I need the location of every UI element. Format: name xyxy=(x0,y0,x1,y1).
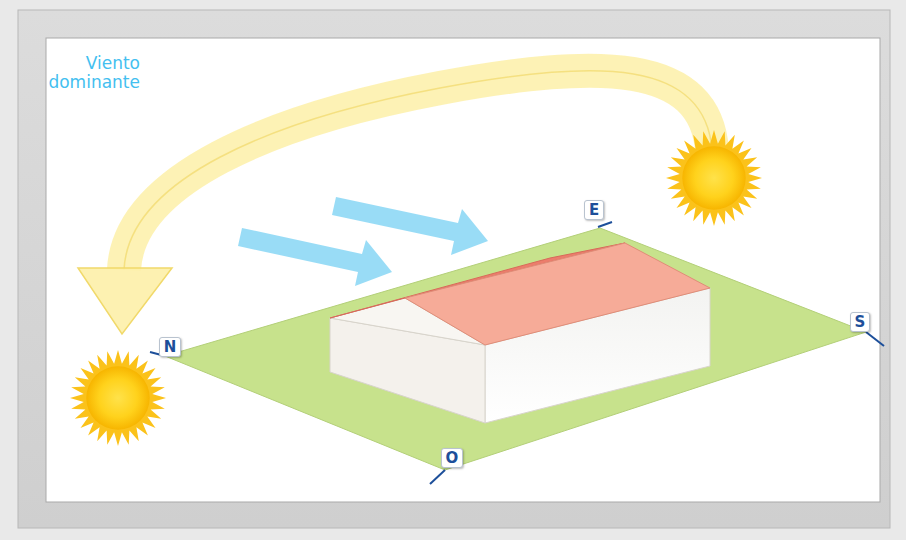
picture-frame xyxy=(18,10,890,528)
sun-sunset xyxy=(70,350,166,446)
sun-path-head xyxy=(78,268,172,334)
sun-path-edge xyxy=(124,71,712,270)
picture-panel xyxy=(46,38,880,502)
compass-north: N xyxy=(159,337,182,357)
compass-ticks xyxy=(150,222,884,484)
sun-sunrise xyxy=(666,130,762,226)
ground-plot xyxy=(165,228,866,470)
sun-disc xyxy=(682,146,745,209)
sun-disc xyxy=(86,366,149,429)
roof-front-slope xyxy=(405,243,710,345)
sun-path xyxy=(124,71,712,270)
sun-rays xyxy=(70,350,166,446)
compass-west: O xyxy=(441,448,464,468)
wind-arrow xyxy=(332,197,488,255)
wind-arrow xyxy=(238,228,392,286)
wind-arrows xyxy=(238,197,488,286)
compass-east: E xyxy=(584,200,604,220)
wind-label: Viento dominante xyxy=(30,54,140,92)
compass-south: S xyxy=(850,312,871,332)
sun-rays xyxy=(666,130,762,226)
